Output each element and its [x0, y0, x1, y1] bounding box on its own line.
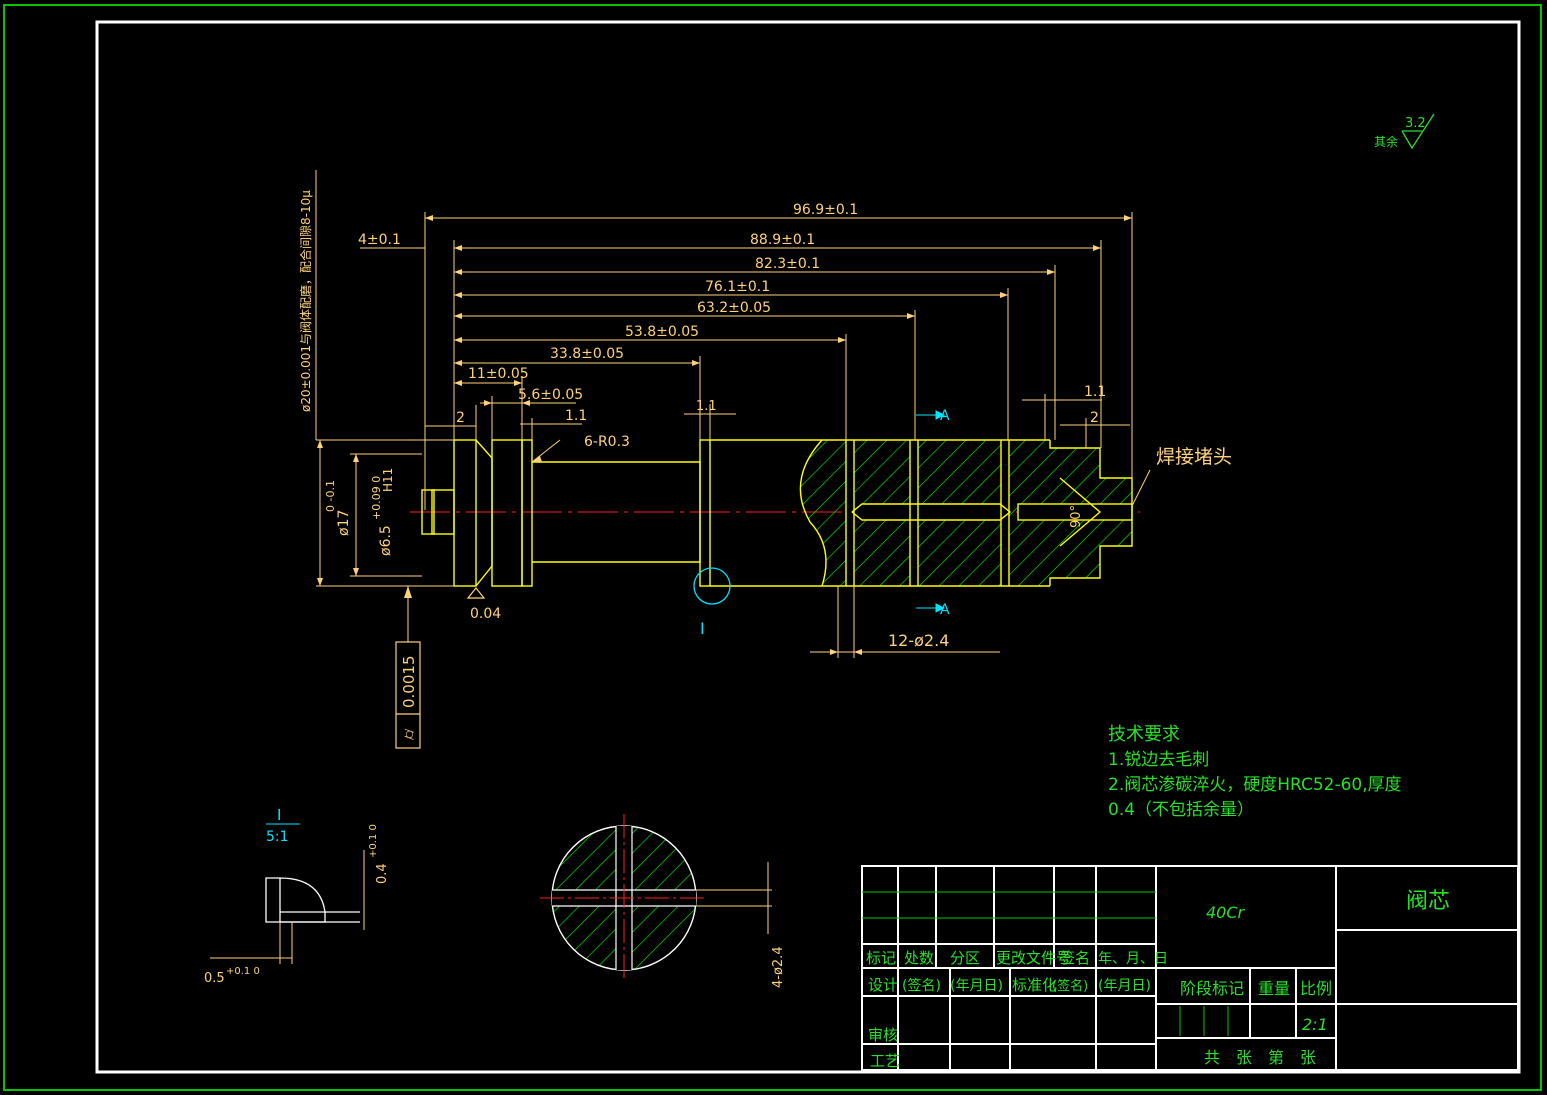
dimension-lines: [315, 170, 1133, 658]
dim-2-right: 2: [1090, 410, 1099, 426]
detail-scale: 5:1: [266, 829, 289, 845]
tb-h-sign: 签名: [1060, 949, 1090, 967]
tb-r-date1: (年月日): [950, 978, 1003, 994]
dim-dia17: ø17: [336, 510, 352, 536]
tb-sheets: 共 张 第 张: [1204, 1048, 1316, 1067]
section-view: 4-ø2.4: [540, 814, 786, 988]
dim-dia20-note: ø20±0.001与阀体配磨，配合间隙8-10μ: [298, 190, 313, 412]
dim-1-1-left: 1.1: [565, 408, 587, 424]
weld-label: 焊接堵头: [1156, 446, 1232, 468]
detail-mark-label: I: [700, 619, 705, 638]
runout-icon: ⌭: [399, 728, 418, 740]
detail-dim-a-tol: +0.1 0: [368, 824, 379, 858]
outer-frame: [3, 4, 1542, 1091]
tb-ratio: 比例: [1300, 979, 1332, 998]
dim-dia6-5: ø6.5: [378, 525, 394, 556]
tb-r-date2: (年月日): [1098, 978, 1151, 994]
title-block: [861, 865, 1519, 1071]
dimension-arrowheads: [317, 215, 1132, 655]
detail-title: I: [277, 806, 281, 824]
detail-view: I 5:1 0.4 +0.1 0 0.5 +0.1 0: [204, 806, 390, 986]
dim-53-8: 53.8±0.05: [625, 324, 699, 340]
dim-11: 11±0.05: [468, 366, 529, 382]
dim-88-9: 88.9±0.1: [750, 232, 815, 248]
tb-r-design: 设计: [868, 976, 898, 994]
dim-2-left: 2: [456, 410, 465, 426]
tb-r-std: 标准化: [1012, 976, 1057, 994]
section-holes: 4-ø2.4: [771, 946, 786, 988]
dim-5-6: 5.6±0.05: [518, 387, 583, 403]
tolerance-value: 0.0015: [400, 656, 418, 709]
tb-material: 40Cr: [1206, 903, 1246, 922]
surface-finish-value: 3.2: [1405, 116, 1426, 131]
dim-dia17-tol: 0 -0.1: [324, 480, 337, 512]
dim-1-1-right: 1.1: [1084, 384, 1106, 400]
dim-dia6-5-fit: H11: [381, 468, 395, 492]
tb-h-zone: 分区: [950, 949, 980, 967]
dim-96-9: 96.9±0.1: [793, 202, 858, 218]
part-outline: [421, 439, 1133, 587]
datum-label: 0.04: [470, 606, 501, 622]
detail-mark-circle: [693, 567, 731, 605]
tech-heading: 技术要求: [1108, 724, 1180, 745]
dim-33-8: 33.8±0.05: [550, 346, 624, 362]
tb-part-name: 阀芯: [1406, 889, 1450, 914]
dim-angle: 90°: [1069, 505, 1084, 528]
dim-82-3: 82.3±0.1: [755, 256, 820, 272]
dim-1-1-groove: 1.1: [696, 399, 717, 414]
tb-h-mark: 标记: [866, 949, 896, 967]
tb-r-sign2: (签名): [1052, 978, 1088, 994]
datum-triangle-icon: [466, 587, 486, 599]
tb-weight: 重量: [1258, 979, 1290, 998]
drawing-frame: [95, 20, 1521, 1074]
tb-h-date: 年、月、日: [1098, 951, 1168, 967]
dim-4: 4±0.1: [358, 232, 401, 248]
tb-h-count: 处数: [904, 949, 934, 967]
dim-dia6-5-tol: +0.09 0: [370, 476, 383, 520]
tb-r-process: 工艺: [870, 1052, 900, 1070]
surface-finish-prefix: 其余: [1374, 134, 1398, 149]
tb-stage: 阶段标记: [1180, 979, 1244, 998]
surface-finish-symbol: 其余 3.2: [1374, 113, 1435, 150]
dim-holes: 12-ø2.4: [888, 631, 949, 650]
dim-r03: 6-R0.3: [584, 434, 630, 450]
dim-63-2: 63.2±0.05: [697, 300, 771, 316]
tb-r-sign1: (签名): [902, 977, 941, 994]
tolerance-frame: [395, 641, 421, 749]
tech-line2: 2.阀芯渗碳淬火，硬度HRC52-60,厚度: [1108, 775, 1402, 795]
section-arrows: [916, 410, 946, 613]
detail-dim-b: 0.5: [204, 971, 225, 986]
tb-r-review: 审核: [868, 1026, 898, 1044]
detail-dim-b-tol: +0.1 0: [226, 966, 260, 977]
tech-line1: 1.锐边去毛刺: [1108, 750, 1209, 770]
detail-dim-a: 0.4: [375, 863, 390, 884]
tb-scale: 2:1: [1302, 1015, 1328, 1034]
tech-line3: 0.4（不包括余量）: [1108, 800, 1254, 820]
section-label-bottom: A: [940, 602, 950, 618]
tb-h-doc: 更改文件号: [996, 949, 1071, 967]
section-label-top: A: [940, 408, 950, 424]
dim-76-1: 76.1±0.1: [705, 279, 770, 295]
hatched-sections: [800, 440, 1132, 586]
